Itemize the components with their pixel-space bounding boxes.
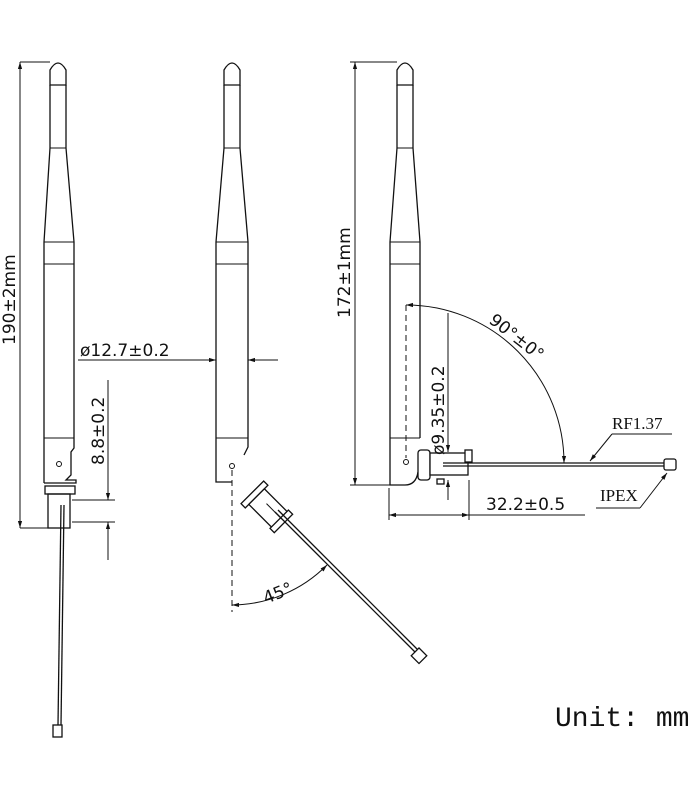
diameter-label: ø12.7±0.2 xyxy=(80,341,170,361)
dimension-connector-offset: 8.8±0.2 xyxy=(72,380,115,560)
dimension-diameter: ø12.7±0.2 xyxy=(78,341,278,363)
dimension-connector-diameter: ø9.35±0.2 xyxy=(429,313,451,500)
connector-type-label: IPEX xyxy=(600,486,638,505)
dimension-overall-length: 190±2mm xyxy=(0,61,50,529)
connector-offset-label: 8.8±0.2 xyxy=(89,397,109,465)
dimension-folded-length: 172±1mm xyxy=(335,61,397,486)
connector-length-label: 32.2±0.5 xyxy=(486,495,565,515)
folded-length-label: 172±1mm xyxy=(335,227,355,318)
unit-label: Unit: mm xyxy=(555,704,689,735)
tilt-angle-label: 45° xyxy=(260,579,295,609)
dimension-connector-length: 32.2±0.5 xyxy=(388,480,585,520)
cable-callout: RF1.37 xyxy=(589,414,672,462)
connector-diameter-label: ø9.35±0.2 xyxy=(429,365,449,455)
antenna-straight-view xyxy=(43,62,77,738)
cable-type-label: RF1.37 xyxy=(612,414,663,433)
overall-length-label: 190±2mm xyxy=(0,254,20,345)
right-angle-label: 90°±0° xyxy=(485,310,548,365)
antenna-45-view: 45° xyxy=(215,62,428,665)
connector-callout: IPEX xyxy=(596,472,668,509)
